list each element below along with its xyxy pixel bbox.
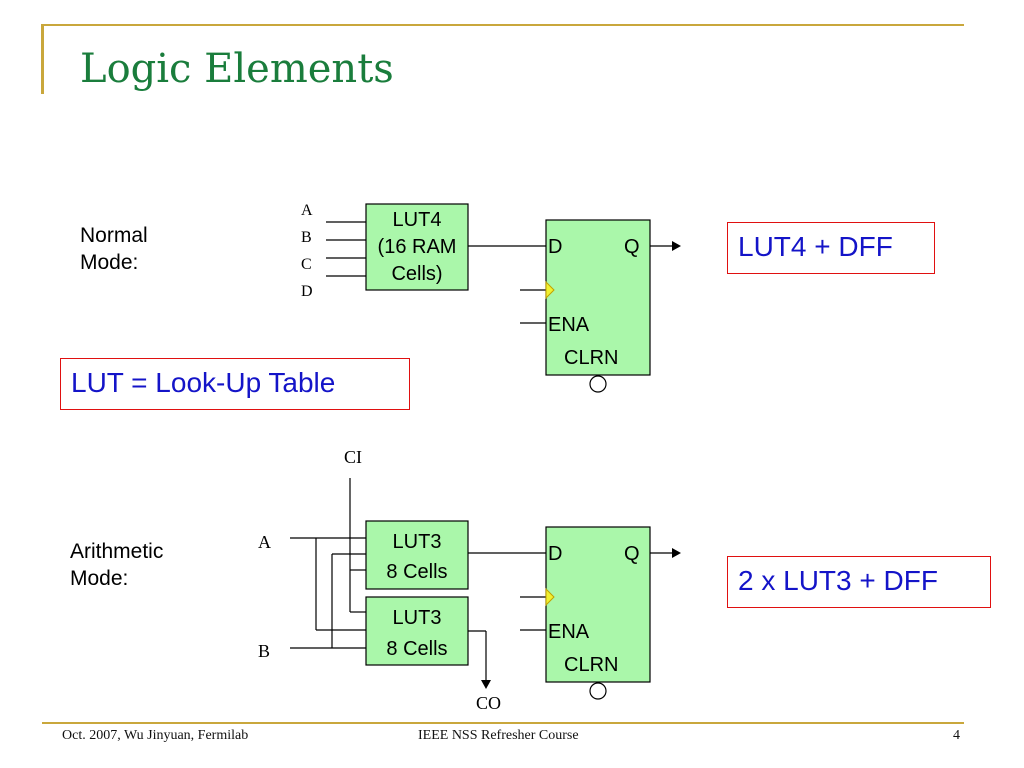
arithmetic-mode-label-line1: Arithmetic bbox=[70, 540, 164, 563]
co-arrow-icon bbox=[481, 680, 491, 689]
ci-label: CI bbox=[344, 447, 362, 467]
normal-mode-circuit: A B C D LUT4 (16 RAM Cells) D Q ENA CLRN bbox=[301, 202, 681, 393]
input-label-b: B bbox=[301, 229, 312, 246]
input-label-a: A bbox=[301, 202, 313, 219]
input-label-d: D bbox=[301, 283, 313, 300]
lut4-label-line1: LUT4 bbox=[393, 209, 442, 231]
q-arrow-icon-arith bbox=[672, 548, 681, 558]
upper-lut3-label-line2: 8 Cells bbox=[386, 561, 447, 583]
callout-2xlut3-dff: 2 x LUT3 + DFF bbox=[727, 556, 991, 608]
upper-lut3-label-line1: LUT3 bbox=[393, 531, 442, 553]
left-rule bbox=[41, 24, 44, 94]
q-arrow-icon bbox=[672, 241, 681, 251]
arithmetic-mode-circuit: CI A B LUT3 8 Cells LUT3 8 Cells C bbox=[258, 447, 681, 713]
footer-page-number: 4 bbox=[953, 728, 960, 743]
upper-lut3-box bbox=[365, 520, 469, 590]
footer-author: Oct. 2007, Wu Jinyuan, Fermilab bbox=[62, 728, 249, 743]
arithmetic-mode-label-line2: Mode: bbox=[70, 567, 129, 590]
bottom-rule bbox=[42, 722, 964, 724]
callout-lut4-dff: LUT4 + DFF bbox=[727, 222, 935, 274]
input-label-c: C bbox=[301, 256, 312, 273]
lower-lut3-box bbox=[365, 596, 469, 666]
lut4-box bbox=[365, 203, 469, 291]
arithmetic-mode-label: Arithmetic Mode: bbox=[70, 538, 163, 592]
dff-ena-label: ENA bbox=[548, 314, 590, 336]
dff-q-label: Q bbox=[624, 236, 640, 258]
clock-triangle-icon-arith bbox=[545, 587, 555, 607]
callout-lut-definition: LUT = Look-Up Table bbox=[60, 358, 410, 410]
dff-d-label: D bbox=[548, 236, 562, 258]
top-rule bbox=[42, 24, 964, 26]
lower-lut3-label-line1: LUT3 bbox=[393, 607, 442, 629]
lut4-label-line3: Cells) bbox=[391, 263, 442, 285]
dff-clrn-label: CLRN bbox=[564, 347, 618, 369]
dff-d-label-arith: D bbox=[548, 543, 562, 565]
slide-title: Logic Elements bbox=[80, 46, 394, 92]
normal-mode-label-line2: Mode: bbox=[80, 251, 139, 274]
clock-triangle-icon bbox=[545, 280, 555, 300]
dff-q-label-arith: Q bbox=[624, 543, 640, 565]
clrn-bubble-icon-arith bbox=[589, 682, 607, 700]
lut4-label-line2: (16 RAM bbox=[378, 236, 457, 258]
dff-ena-label-arith: ENA bbox=[548, 621, 590, 643]
input-label-b-arith: B bbox=[258, 641, 270, 661]
lower-lut3-label-line2: 8 Cells bbox=[386, 638, 447, 660]
footer-course: IEEE NSS Refresher Course bbox=[418, 728, 579, 743]
dff-clrn-label-arith: CLRN bbox=[564, 654, 618, 676]
normal-mode-label-line1: Normal bbox=[80, 224, 148, 247]
co-label: CO bbox=[476, 693, 501, 713]
normal-mode-label: Normal Mode: bbox=[80, 222, 148, 276]
clrn-bubble-icon bbox=[589, 375, 607, 393]
input-label-a-arith: A bbox=[258, 532, 271, 552]
